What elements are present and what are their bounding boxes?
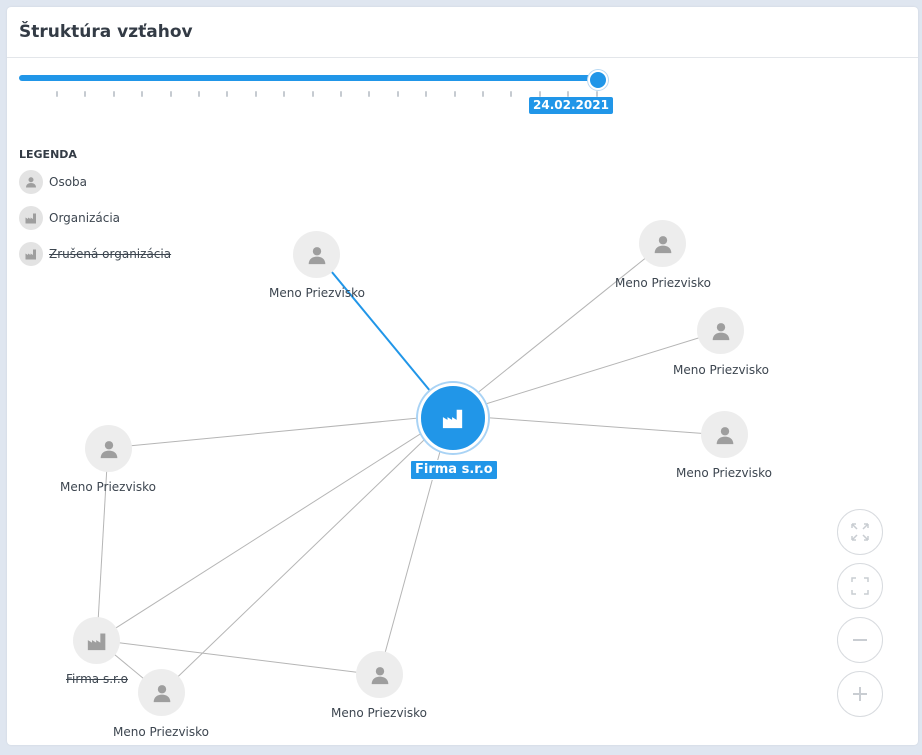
graph-node-person[interactable] — [293, 231, 340, 278]
timeline-tick — [368, 91, 371, 97]
zoom-in-button[interactable] — [837, 671, 883, 717]
timeline-date-badge: 24.02.2021 — [529, 97, 613, 114]
edge — [160, 414, 451, 694]
timeline-tick — [254, 91, 257, 97]
graph-node-cancelled-organization[interactable] — [73, 617, 120, 664]
person-icon — [153, 684, 170, 702]
graph-node-label: Meno Priezvisko — [112, 725, 210, 739]
edge — [449, 330, 722, 416]
edge — [449, 243, 664, 416]
timeline-tick — [141, 91, 144, 97]
graph-node-person[interactable] — [356, 651, 403, 698]
factory-icon — [87, 633, 105, 650]
fullscreen-button[interactable] — [837, 563, 883, 609]
edge — [96, 447, 109, 641]
zoom-out-icon — [853, 639, 867, 641]
edge — [96, 639, 380, 676]
graph-node-label: Firma s.r.o — [66, 672, 128, 686]
legend-label: Zrušená organizácia — [49, 247, 172, 261]
legend-label: Osoba — [49, 175, 88, 189]
timeline-tick — [396, 91, 399, 97]
timeline-handle[interactable] — [588, 70, 608, 90]
legend-item-organization: Organizácia — [19, 206, 120, 230]
fullscreen-icon — [851, 577, 869, 595]
graph-node-label: Meno Priezvisko — [268, 286, 366, 300]
edge — [449, 414, 725, 436]
timeline-tick — [283, 91, 286, 97]
legend-label: Organizácia — [49, 211, 121, 225]
graph-node-label: Meno Priezvisko — [672, 363, 770, 377]
timeline-tick — [595, 91, 598, 97]
timeline-tick — [453, 91, 456, 97]
graph-edges — [96, 243, 725, 694]
factory-icon — [19, 206, 43, 230]
edge — [96, 414, 451, 641]
zoom-in-icon — [853, 687, 867, 701]
graph-node-label: Meno Priezvisko — [330, 706, 428, 720]
timeline-tick — [169, 91, 172, 97]
timeline-tick — [340, 91, 342, 97]
graph-node-label: Meno Priezvisko — [59, 480, 157, 494]
graph-node-person[interactable] — [85, 425, 132, 472]
timeline-track[interactable] — [19, 75, 597, 81]
legend-item-person: Osoba — [19, 170, 87, 194]
person-icon — [716, 426, 733, 444]
zoom-out-button[interactable] — [837, 617, 883, 663]
timeline-tick — [198, 91, 200, 97]
card-header: Štruktúra vzťahov — [7, 7, 918, 58]
relationship-structure-card: Štruktúra vzťahov 24.02.2021 LEGENDA Oso… — [7, 7, 918, 745]
graph-node-person[interactable] — [138, 669, 185, 716]
graph-node-central-organization[interactable] — [418, 383, 488, 453]
timeline-tick — [567, 91, 570, 97]
graph-node-label: Meno Priezvisko — [614, 276, 712, 290]
expand-button[interactable] — [837, 509, 883, 555]
timeline-tick — [482, 91, 484, 97]
expand-icon — [851, 523, 869, 541]
graph-node-person[interactable] — [697, 307, 744, 354]
person-icon — [308, 246, 325, 264]
graph-node-person[interactable] — [701, 411, 748, 458]
graph-node-person[interactable] — [639, 220, 686, 267]
person-icon — [654, 235, 671, 253]
page-title: Štruktúra vzťahov — [19, 22, 193, 42]
timeline-tick — [311, 91, 314, 97]
factory-icon — [19, 242, 43, 266]
timeline-tick — [56, 91, 58, 97]
timeline-tick — [84, 91, 87, 97]
timeline-tick — [226, 91, 229, 97]
person-icon — [100, 440, 117, 458]
graph-node-label: Meno Priezvisko — [675, 466, 773, 480]
timeline-tick — [425, 91, 428, 97]
central-node-label: Firma s.r.o — [410, 460, 498, 480]
timeline-tick — [510, 91, 513, 97]
edge — [378, 414, 451, 676]
edge — [316, 253, 451, 416]
legend-item-cancelled-organization: Zrušená organizácia — [19, 242, 171, 266]
legend-title: LEGENDA — [19, 148, 77, 161]
timeline-tick — [538, 91, 541, 97]
person-icon — [19, 170, 43, 194]
factory-icon — [442, 409, 463, 429]
edge — [107, 414, 451, 449]
timeline-tick — [112, 91, 115, 97]
person-icon — [712, 322, 729, 340]
person-icon — [371, 666, 388, 684]
